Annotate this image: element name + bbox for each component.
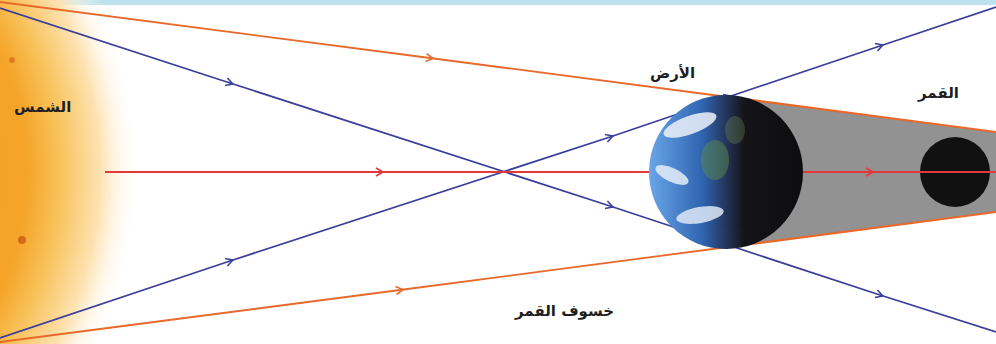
top-strip [0, 0, 996, 5]
part-label: القمر [918, 84, 959, 102]
light-ray [803, 171, 996, 173]
part-label: الأرض [650, 64, 695, 82]
part-label: الشمس [14, 98, 71, 116]
sun-spot [9, 57, 15, 63]
light-ray [105, 171, 650, 173]
sun-spot [18, 236, 26, 244]
light-ray [0, 2, 728, 97]
caption: خسوف القمر [515, 302, 614, 320]
light-ray [0, 7, 996, 338]
light-ray [0, 247, 728, 342]
earth [649, 95, 803, 249]
